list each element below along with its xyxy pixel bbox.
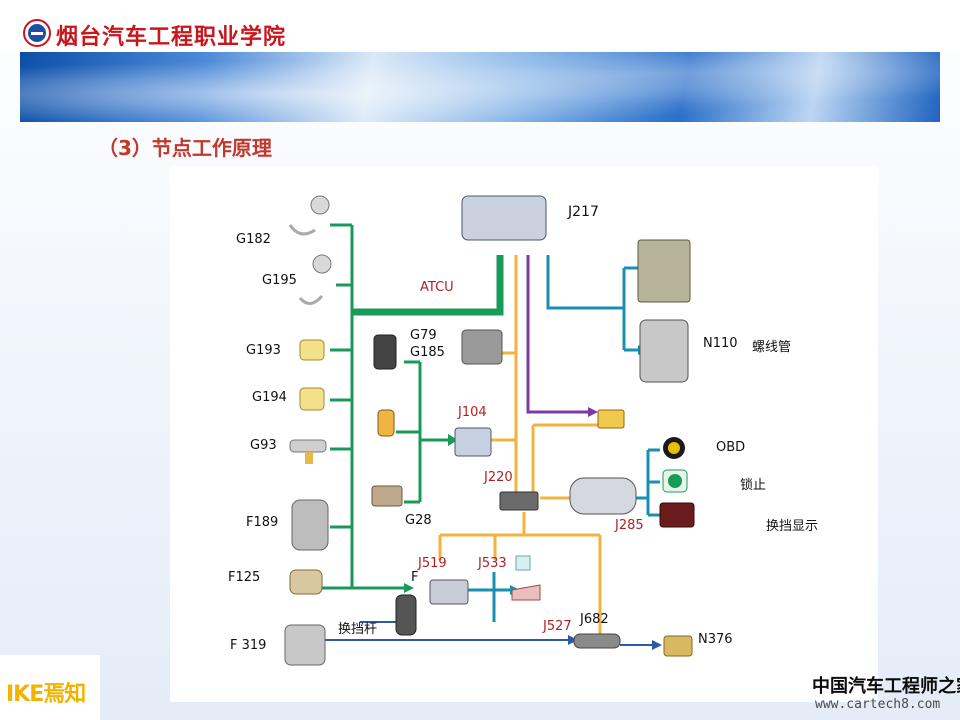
label-f125: F125 — [228, 570, 261, 585]
g-sensor-mid-icon — [377, 409, 395, 437]
g193-sensor-icon — [299, 339, 325, 361]
valve-body-icon — [637, 239, 691, 303]
obd-warning-icon — [663, 437, 685, 459]
label-j104: J104 — [458, 405, 487, 420]
label-j519: J519 — [418, 556, 447, 571]
j217-ecu-icon — [461, 195, 547, 241]
brake-light-icon — [511, 584, 541, 601]
label-j285: J285 — [615, 518, 644, 533]
green-atcu-bus — [352, 255, 504, 316]
label-g93: G93 — [250, 438, 277, 453]
ike-logo-box — [0, 655, 100, 720]
dark-bus — [318, 621, 655, 646]
orange-bus — [438, 255, 602, 640]
shift-lever-icon — [395, 594, 417, 636]
label-g195: G195 — [262, 273, 297, 288]
label-solenoid: 螺线管 — [752, 340, 792, 355]
header-banner-gloss — [20, 52, 940, 122]
j220-module-icon — [499, 491, 539, 511]
watermark-url: www.cartech8.com — [815, 697, 941, 712]
section-title: （3）节点工作原理 — [98, 136, 272, 160]
dark-arrow-2 — [652, 640, 662, 650]
label-g185: G185 — [410, 345, 445, 360]
label-n376: N376 — [698, 632, 733, 647]
label-f319: F 319 — [230, 638, 267, 653]
yellow-box-icon — [597, 409, 625, 429]
f125-switch-icon — [289, 569, 323, 595]
label-f: F — [411, 570, 419, 585]
label-f189: F189 — [246, 515, 279, 530]
school-logo-icon — [23, 19, 51, 47]
g195-sensor-icon — [298, 254, 332, 305]
watermark-title: 中国汽车工程师之家 — [812, 676, 960, 697]
ike-logo: IKE焉知 — [6, 682, 86, 707]
f189-switch-icon — [291, 499, 329, 551]
component-pictograms — [284, 195, 695, 666]
g182-sensor-icon — [288, 195, 330, 236]
label-atcu: ATCU — [420, 280, 454, 295]
g28-sensor-icon — [371, 485, 403, 507]
label-g28: G28 — [405, 513, 432, 528]
g93-sensor-icon — [289, 439, 327, 464]
green-bus — [320, 223, 448, 590]
j533-gateway-icon — [515, 555, 531, 571]
purple-line — [526, 255, 590, 414]
green-arrow-j104 — [448, 434, 458, 446]
j519-module-icon — [429, 579, 469, 605]
label-j217: J217 — [568, 204, 599, 220]
label-lock: 锁止 — [740, 478, 767, 493]
header: 烟台汽车工程职业学院 — [0, 0, 960, 52]
n110-solenoid-icon — [639, 319, 689, 383]
label-j682: J682 — [580, 612, 609, 627]
label-g182: G182 — [236, 232, 271, 247]
j682-module-icon — [573, 633, 621, 649]
purple-bus — [526, 255, 590, 414]
green-arrow-f — [404, 583, 414, 593]
j104-module-icon — [454, 427, 492, 457]
school-name: 烟台汽车工程职业学院 — [56, 24, 287, 50]
label-g194: G194 — [252, 390, 287, 405]
f319-switch-icon — [284, 624, 326, 666]
lock-indicator-icon — [662, 469, 688, 493]
diagram-panel — [170, 166, 878, 702]
j285-cluster-icon — [569, 477, 637, 515]
label-g79: G79 — [410, 328, 437, 343]
label-obd: OBD — [716, 440, 746, 455]
label-g193: G193 — [246, 343, 281, 358]
teal-main — [546, 255, 624, 310]
label-j533: J533 — [478, 556, 507, 571]
teal-bus — [468, 255, 660, 622]
n376-actuator-icon — [663, 635, 693, 657]
label-n110: N110 — [703, 336, 738, 351]
g194-sensor-icon — [299, 387, 325, 411]
shift-display-icon — [659, 502, 695, 528]
label-shift-lever: 换挡杆 — [338, 622, 378, 637]
purple-arrow — [588, 407, 598, 417]
g79-pedal-icon — [373, 334, 397, 370]
label-shift-display: 换挡显示 — [766, 519, 819, 534]
actuator-block-icon — [461, 329, 503, 365]
label-j220: J220 — [484, 470, 513, 485]
label-j527: J527 — [543, 619, 572, 634]
dark-arrow-1 — [568, 635, 578, 645]
